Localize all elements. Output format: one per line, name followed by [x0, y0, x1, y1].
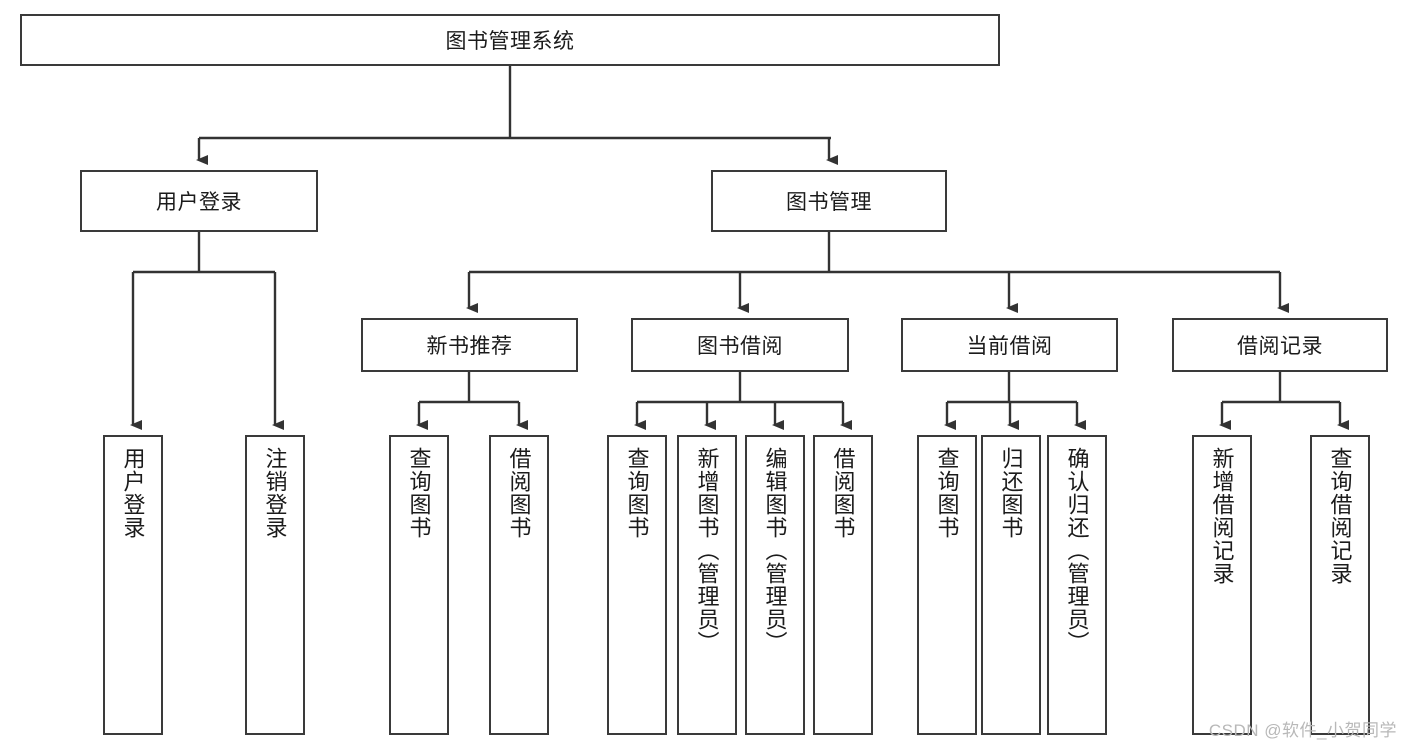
node-new-book-recommend[interactable]: 新书推荐: [361, 318, 578, 372]
node-leaf-user-login-label: 用户登录: [120, 447, 146, 539]
node-leaf-query-book-2[interactable]: 查询图书: [607, 435, 667, 735]
node-leaf-query-book-3[interactable]: 查询图书: [917, 435, 977, 735]
node-leaf-add-book-label: 新增图书（管理员）: [694, 447, 720, 654]
node-leaf-borrow-book-2[interactable]: 借阅图书: [813, 435, 873, 735]
node-leaf-edit-book-label: 编辑图书（管理员）: [762, 447, 788, 654]
node-user-login[interactable]: 用户登录: [80, 170, 318, 232]
node-leaf-return-book-label: 归还图书: [998, 447, 1024, 539]
node-leaf-query-book-1[interactable]: 查询图书: [389, 435, 449, 735]
node-leaf-logout-login-label: 注销登录: [262, 447, 288, 539]
node-leaf-query-book-3-label: 查询图书: [934, 447, 960, 539]
node-user-login-label: 用户登录: [156, 191, 242, 214]
node-leaf-confirm-return[interactable]: 确认归还（管理员）: [1047, 435, 1107, 735]
node-leaf-borrow-book-2-label: 借阅图书: [830, 447, 856, 539]
node-leaf-query-record-label: 查询借阅记录: [1327, 447, 1353, 585]
node-leaf-query-record[interactable]: 查询借阅记录: [1310, 435, 1370, 735]
node-book-borrow[interactable]: 图书借阅: [631, 318, 849, 372]
node-leaf-return-book[interactable]: 归还图书: [981, 435, 1041, 735]
node-book-manage-label: 图书管理: [786, 191, 872, 214]
node-leaf-user-login[interactable]: 用户登录: [103, 435, 163, 735]
node-borrow-record[interactable]: 借阅记录: [1172, 318, 1388, 372]
node-borrow-record-label: 借阅记录: [1237, 335, 1323, 358]
node-leaf-confirm-return-label: 确认归还（管理员）: [1064, 447, 1090, 654]
node-leaf-borrow-book-1-label: 借阅图书: [506, 447, 532, 539]
node-leaf-add-record[interactable]: 新增借阅记录: [1192, 435, 1252, 735]
node-leaf-add-record-label: 新增借阅记录: [1209, 447, 1235, 585]
node-leaf-query-book-2-label: 查询图书: [624, 447, 650, 539]
node-leaf-borrow-book-1[interactable]: 借阅图书: [489, 435, 549, 735]
node-leaf-logout-login[interactable]: 注销登录: [245, 435, 305, 735]
node-root-label: 图书管理系统: [445, 30, 575, 53]
node-new-book-recommend-label: 新书推荐: [426, 335, 513, 358]
node-current-borrow-label: 当前借阅: [966, 335, 1053, 358]
node-leaf-query-book-1-label: 查询图书: [406, 447, 432, 539]
node-leaf-add-book[interactable]: 新增图书（管理员）: [677, 435, 737, 735]
node-leaf-edit-book[interactable]: 编辑图书（管理员）: [745, 435, 805, 735]
node-root[interactable]: 图书管理系统: [20, 14, 1000, 66]
node-book-borrow-label: 图书借阅: [697, 335, 783, 358]
node-book-manage[interactable]: 图书管理: [711, 170, 947, 232]
node-current-borrow[interactable]: 当前借阅: [901, 318, 1118, 372]
watermark-text: CSDN @软件_小贺同学: [1208, 721, 1397, 740]
